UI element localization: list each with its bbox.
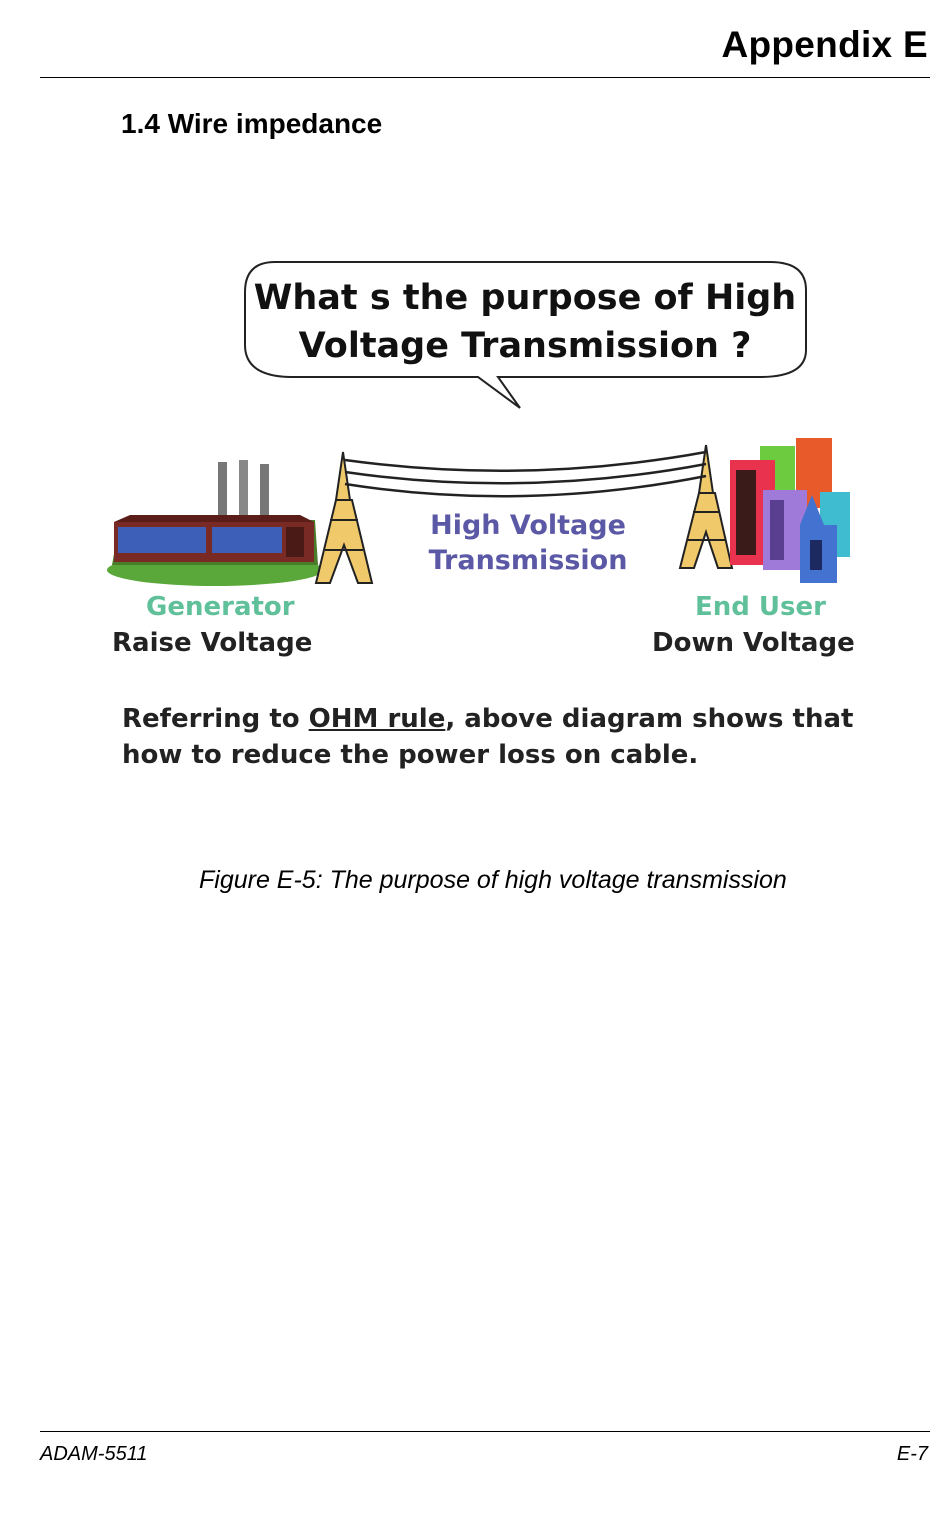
transmission-label-line1: High Voltage	[430, 510, 626, 541]
header-divider	[40, 77, 930, 78]
figure-caption: Figure E-5: The purpose of high voltage …	[199, 866, 787, 894]
ohm-rule-link: OHM rule	[308, 704, 446, 734]
factory-icon	[107, 460, 323, 586]
ohm-rule-note: Referring to OHM rule, above diagram sho…	[122, 701, 882, 773]
raise-voltage-label: Raise Voltage	[112, 628, 313, 658]
generator-label: Generator	[146, 592, 295, 622]
speech-bubble	[244, 261, 807, 409]
city-buildings-icon	[730, 438, 850, 583]
footer-divider	[40, 1431, 930, 1432]
footer-product-name: ADAM-5511	[40, 1443, 148, 1465]
note-suffix: , above diagram shows that how to reduce…	[122, 704, 854, 770]
note-prefix: Referring to	[122, 704, 309, 734]
bubble-question-line1: What s the purpose of High	[253, 278, 797, 318]
transmission-label-line2: Transmission	[428, 545, 628, 576]
down-voltage-label: Down Voltage	[652, 628, 855, 658]
page-header-title: Appendix E	[721, 24, 928, 65]
left-tower-icon	[314, 451, 374, 584]
right-tower-icon	[678, 444, 734, 569]
transmission-illustration	[107, 261, 850, 586]
power-lines	[344, 450, 707, 498]
section-heading: 1.4 Wire impedance	[121, 108, 383, 139]
footer-page-number: E-7	[896, 1443, 928, 1465]
end-user-label: End User	[695, 592, 826, 622]
bubble-question-line2: Voltage Transmission ?	[298, 326, 752, 366]
